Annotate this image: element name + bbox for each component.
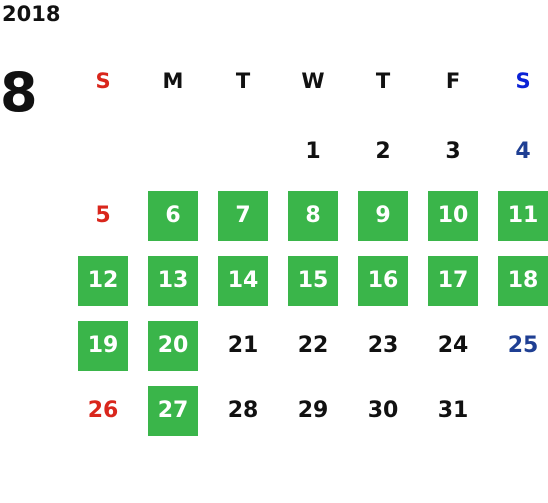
weekday-header-0: S [95,69,111,93]
day-cell-16[interactable]: 16 [358,256,408,306]
day-cell-25[interactable]: 25 [507,333,539,358]
weekday-header-2: T [235,69,251,93]
day-cell-30[interactable]: 30 [367,398,399,423]
day-cell-4[interactable]: 4 [515,139,531,164]
day-cell-23[interactable]: 23 [367,333,399,358]
day-cell-7[interactable]: 7 [218,191,268,241]
day-cell-27[interactable]: 27 [148,386,198,436]
day-cell-9[interactable]: 9 [358,191,408,241]
day-cell-24[interactable]: 24 [437,333,469,358]
weekday-header-3: W [301,69,325,93]
day-cell-3[interactable]: 3 [445,139,461,164]
day-cell-17[interactable]: 17 [428,256,478,306]
weekday-header-1: M [162,69,184,93]
day-cell-22[interactable]: 22 [297,333,329,358]
day-cell-2[interactable]: 2 [375,139,391,164]
day-cell-26[interactable]: 26 [87,398,119,423]
day-cell-12[interactable]: 12 [78,256,128,306]
day-cell-19[interactable]: 19 [78,321,128,371]
day-cell-14[interactable]: 14 [218,256,268,306]
year-label: 2018 [2,2,61,26]
weekday-header-6: S [515,69,531,93]
day-cell-20[interactable]: 20 [148,321,198,371]
day-cell-5[interactable]: 5 [95,203,111,228]
day-cell-11[interactable]: 11 [498,191,548,241]
day-cell-21[interactable]: 21 [227,333,259,358]
day-cell-13[interactable]: 13 [148,256,198,306]
day-cell-1[interactable]: 1 [305,139,321,164]
day-cell-31[interactable]: 31 [437,398,469,423]
day-cell-29[interactable]: 29 [297,398,329,423]
day-cell-28[interactable]: 28 [227,398,259,423]
weekday-header-5: F [445,69,461,93]
month-number: 8 [0,61,38,124]
day-cell-10[interactable]: 10 [428,191,478,241]
day-cell-6[interactable]: 6 [148,191,198,241]
day-cell-15[interactable]: 15 [288,256,338,306]
weekday-header-4: T [375,69,391,93]
day-cell-8[interactable]: 8 [288,191,338,241]
day-cell-18[interactable]: 18 [498,256,548,306]
